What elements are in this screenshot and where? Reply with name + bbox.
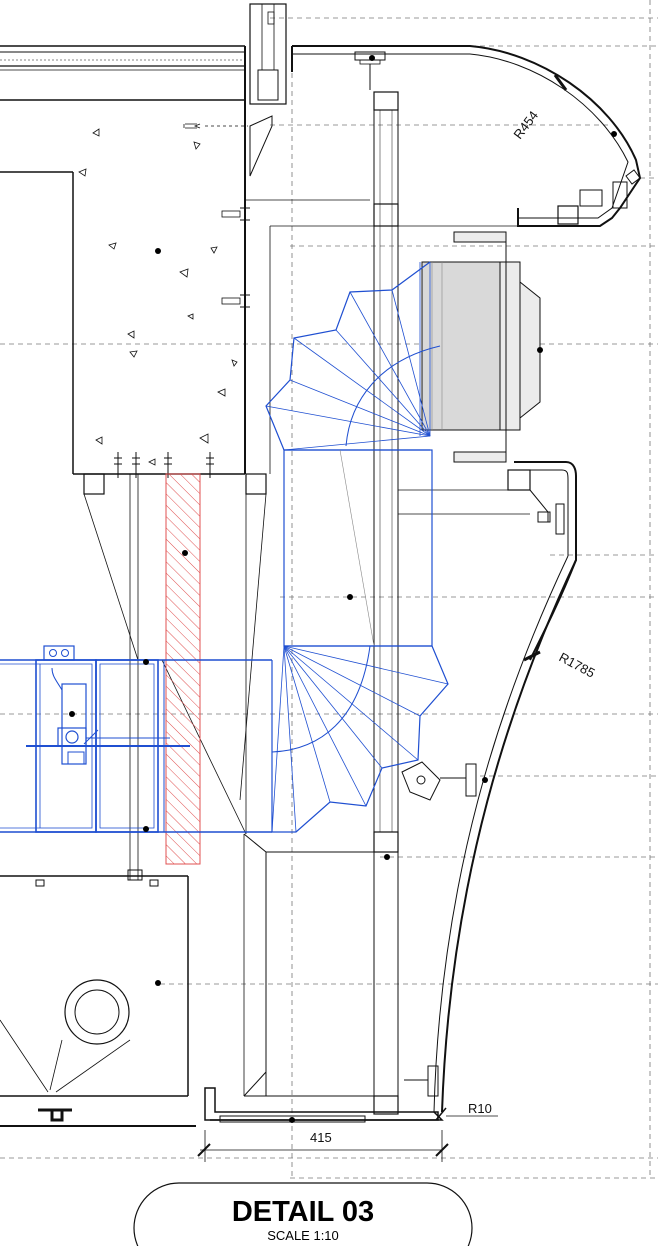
- lower-equipment-housing: [0, 869, 196, 1127]
- reference-grid: [0, 0, 658, 1179]
- duct-system: [0, 261, 449, 833]
- facade-curve: [210, 555, 577, 1121]
- reference-points: [69, 55, 617, 1123]
- detail-scale: SCALE 1:10: [267, 1228, 339, 1243]
- vertical-steel-frame: [269, 91, 579, 1115]
- left-supports: [83, 452, 267, 880]
- concrete-slab: [0, 45, 250, 475]
- detail-title: DETAIL 03: [232, 1196, 374, 1228]
- dimension-marks: [197, 650, 541, 1162]
- top-curved-cover: [291, 45, 642, 227]
- bottom-sill: [204, 833, 439, 1123]
- radius-label-corner: R10: [468, 1101, 492, 1116]
- width-dimension-label: 415: [310, 1130, 332, 1145]
- fire-stop-hatch: [165, 473, 201, 865]
- radius-label-facade: R1785: [557, 649, 598, 680]
- title-frame: [133, 1182, 473, 1246]
- air-grille-unit: [421, 231, 541, 463]
- title-block: DETAIL 03 SCALE 1:10: [133, 1182, 473, 1246]
- top-mullion: [245, 3, 370, 201]
